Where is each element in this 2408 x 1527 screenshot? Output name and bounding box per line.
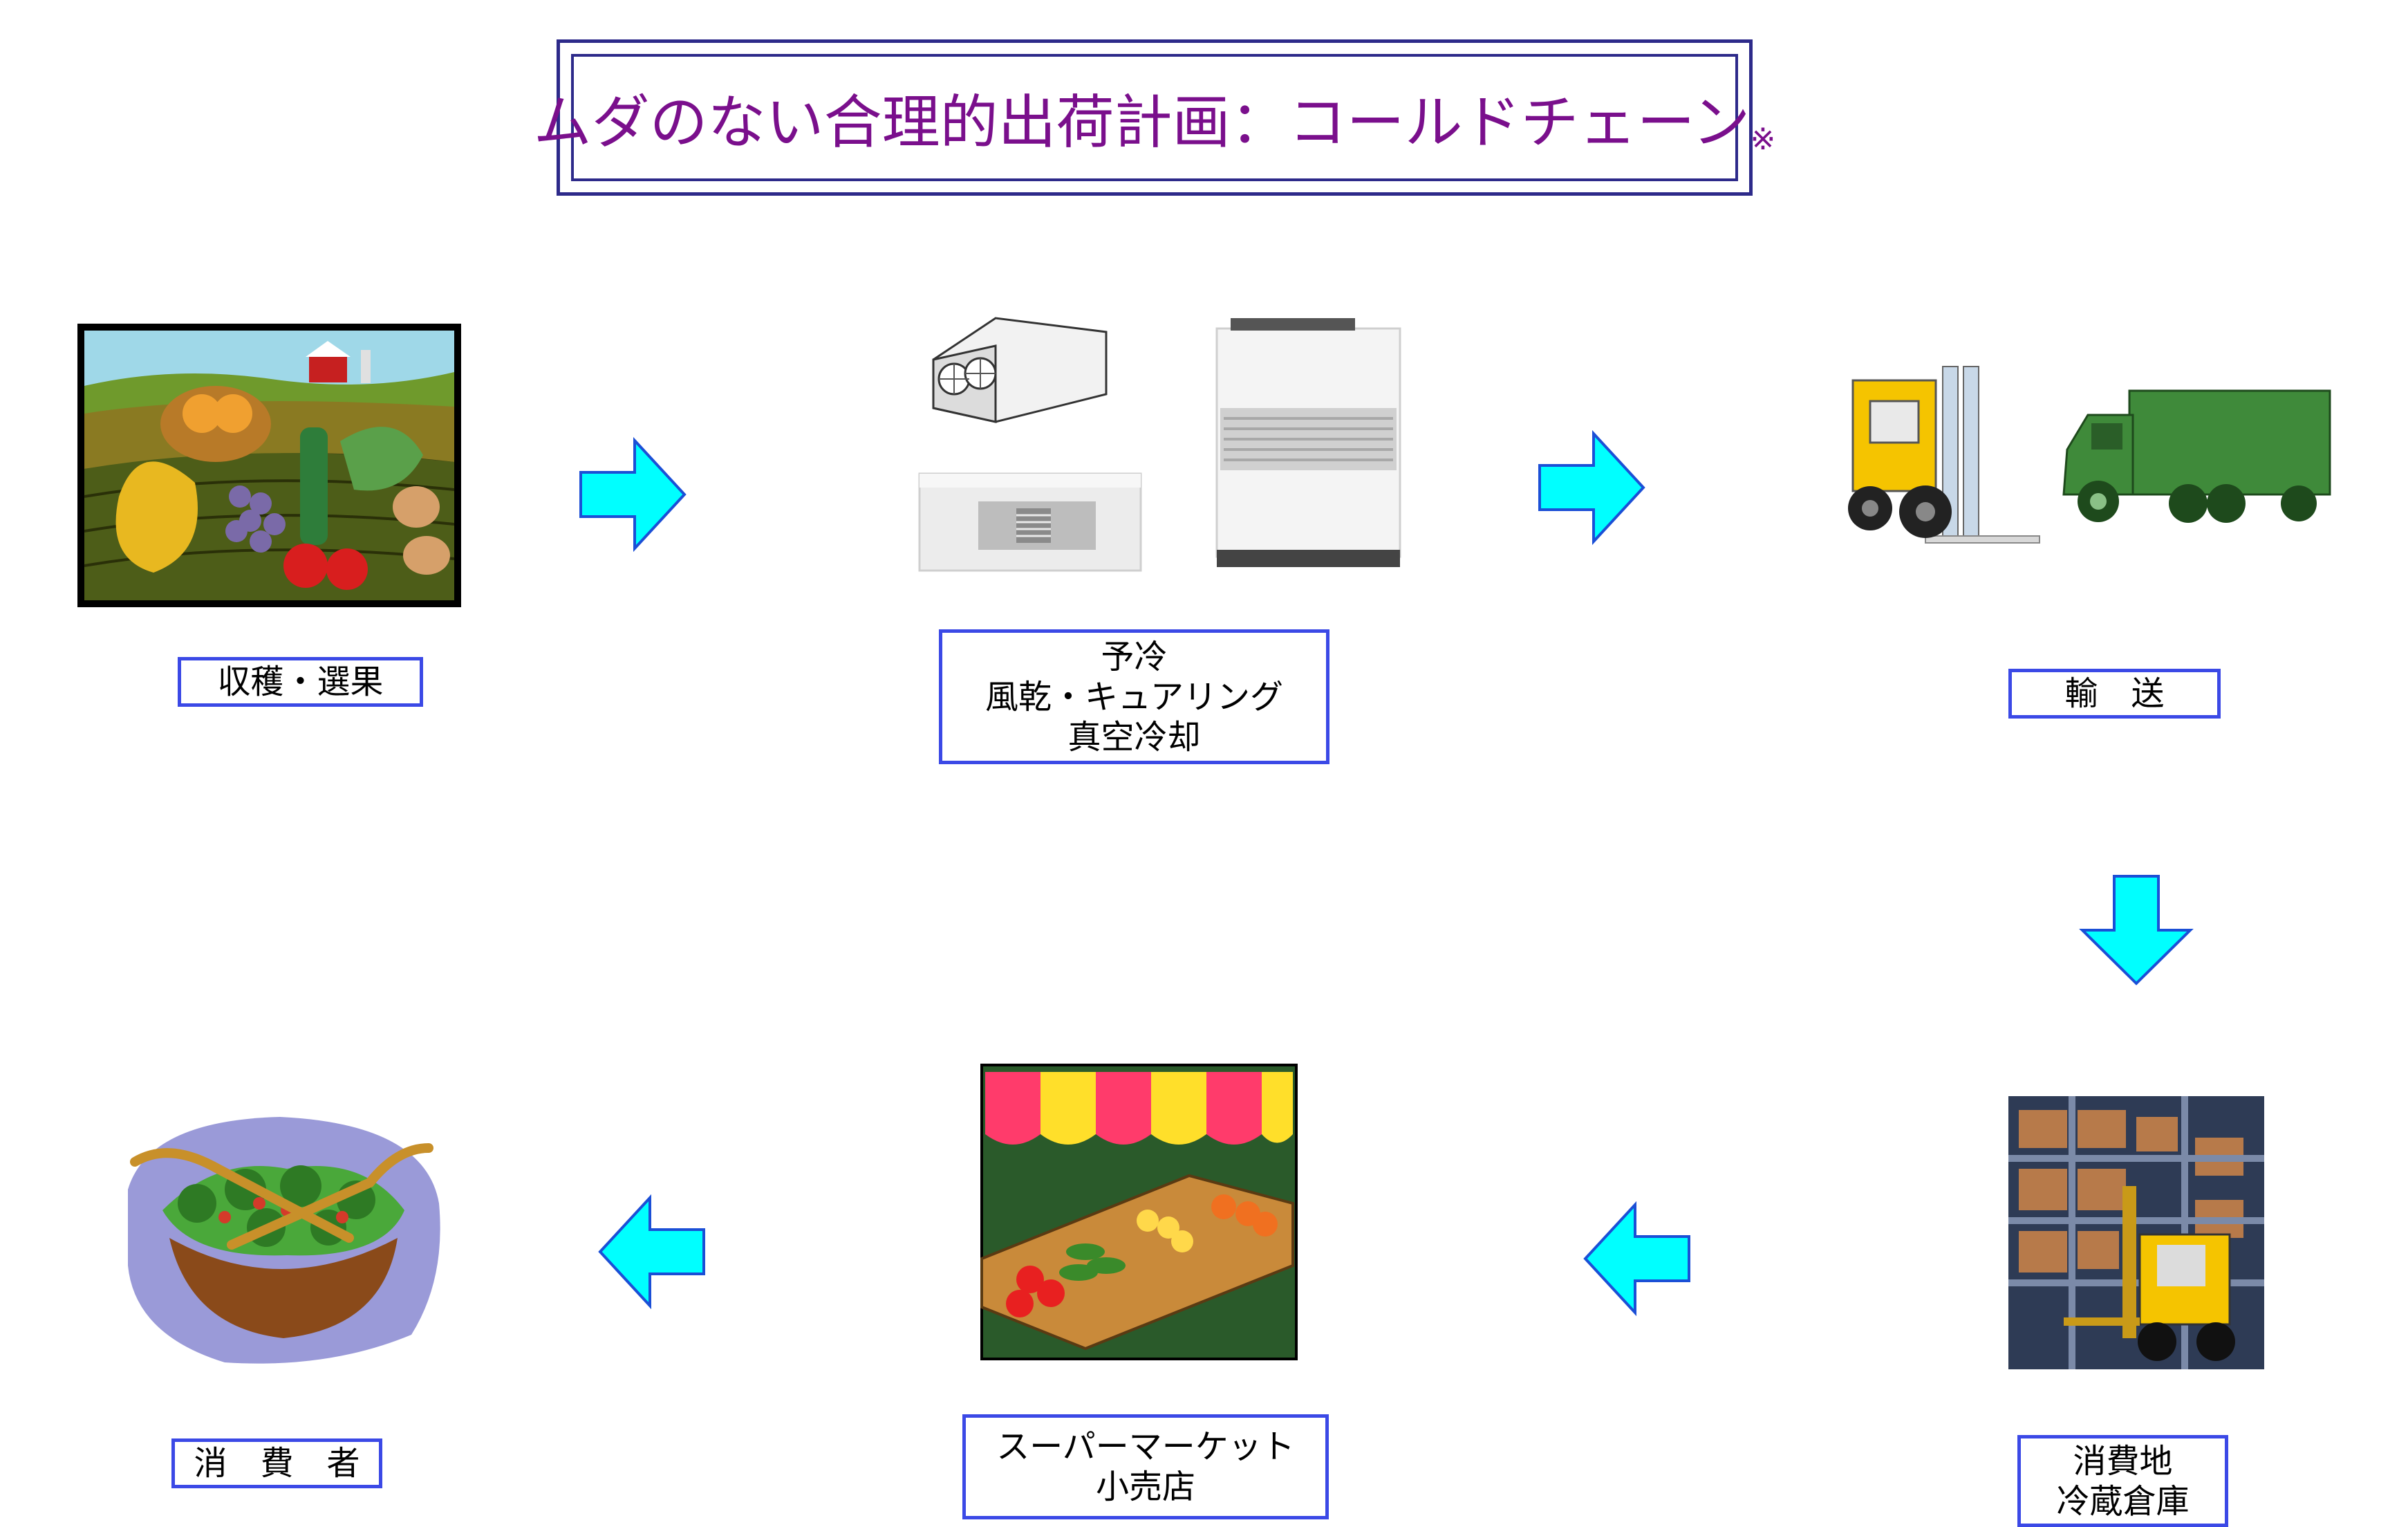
- label-transport: 輸 送: [2008, 669, 2221, 719]
- label-retail-line-2: 小売店: [1095, 1468, 1195, 1506]
- label-retail: スーパーマーケット 小売店: [962, 1414, 1329, 1519]
- arrow-left-2: [598, 1194, 705, 1310]
- label-storage-line-1: 消費地: [2073, 1441, 2173, 1481]
- title-note-mark: ※: [1750, 121, 1776, 157]
- label-consumer: 消 費 者: [171, 1438, 382, 1488]
- arrow-left-1: [1583, 1201, 1690, 1317]
- label-consumer-line-1: 消 費 者: [194, 1444, 360, 1483]
- label-precool-line-1: 予冷: [1101, 637, 1168, 676]
- label-harvest: 収穫・選果: [178, 657, 423, 707]
- label-precool: 予冷 風乾・キュアリング 真空冷却: [939, 629, 1329, 764]
- title-frame: ムダのない合理的出荷計画：コールドチェーン※: [534, 39, 1775, 196]
- farm-produce-illustration: [77, 324, 461, 607]
- arrow-down: [2079, 875, 2194, 985]
- refrigeration-units-illustration: [918, 317, 1401, 572]
- market-stall-illustration: [980, 1064, 1298, 1360]
- label-precool-line-3: 真空冷却: [1067, 717, 1201, 757]
- label-transport-line-1: 輸 送: [2064, 674, 2165, 713]
- label-retail-line-1: スーパーマーケット: [996, 1427, 1295, 1466]
- label-storage-line-2: 冷蔵倉庫: [2056, 1481, 2190, 1521]
- salad-bowl-illustration: [128, 1117, 440, 1364]
- label-storage: 消費地 冷蔵倉庫: [2017, 1435, 2228, 1527]
- forklift-and-truck-illustration: [1848, 366, 2331, 544]
- label-precool-line-2: 風乾・キュアリング: [984, 677, 1284, 716]
- page-title: ムダのない合理的出荷計画：コールドチェーン※: [534, 76, 1776, 160]
- title-inner-frame: ムダのない合理的出荷計画：コールドチェーン※: [534, 54, 1775, 181]
- arrow-right-2: [1538, 429, 1645, 546]
- warehouse-forklift-illustration: [2008, 1096, 2264, 1369]
- label-harvest-line-1: 収穫・選果: [217, 663, 384, 701]
- title-text: ムダのない合理的出荷計画：コールドチェーン: [533, 88, 1751, 156]
- arrow-right-1: [579, 436, 687, 553]
